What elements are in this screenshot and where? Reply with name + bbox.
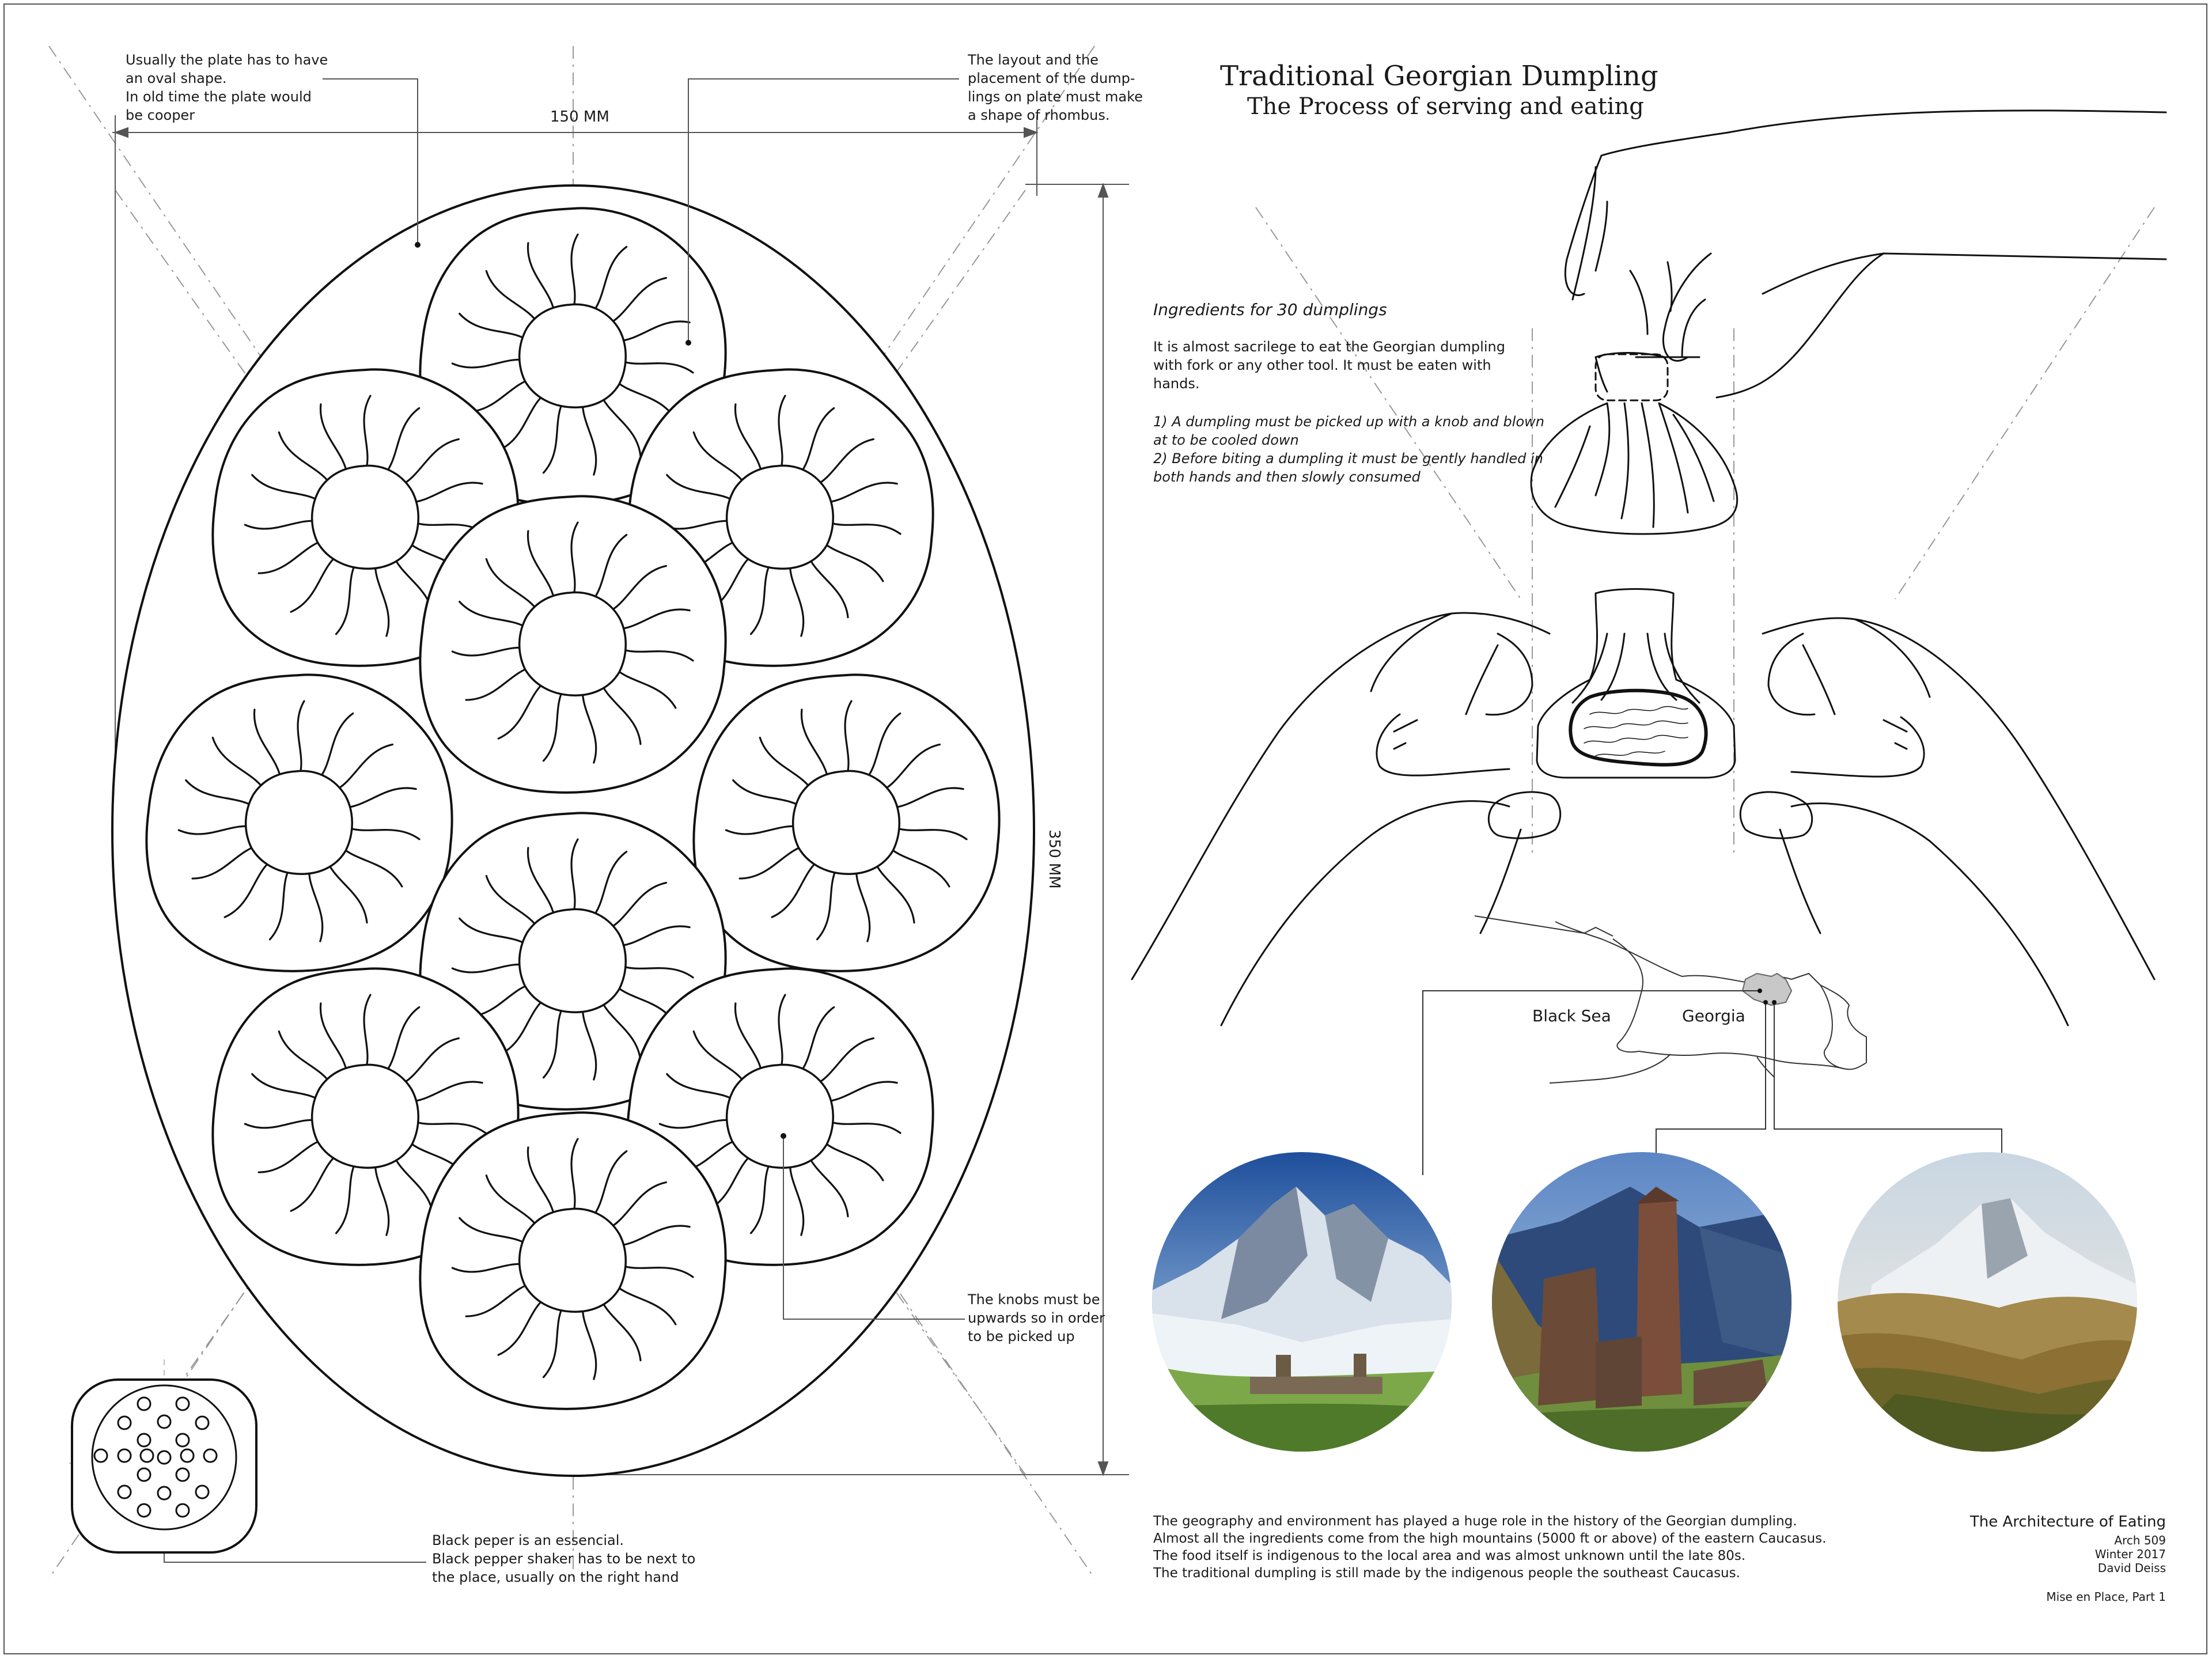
ingredients-heading: Ingredients for 30 dumplings (1153, 300, 1387, 319)
mountain-photo-ushguli (1152, 1152, 1452, 1452)
map-label-black-sea: Black Sea (1532, 1006, 1611, 1025)
note-pepper: Black peper is an essencial.Black pepper… (432, 1532, 696, 1585)
page-title: Traditional Georgian Dumpling (1220, 60, 1658, 92)
height-dimension-label: 350 MM (1046, 830, 1063, 889)
width-dimension-label: 150 MM (550, 108, 609, 126)
sheet-border (3, 3, 2207, 1654)
hand-picking-illustration (1530, 109, 2167, 535)
map-of-georgia (1474, 915, 1867, 1084)
mountain-photo-kazbek (1838, 1152, 2137, 1452)
ingredients-intro: It is almost sacrilege to eat the Georgi… (1153, 339, 1505, 392)
map-label-georgia: Georgia (1682, 1006, 1745, 1025)
credits-part: Mise en Place, Part 1 (2046, 1590, 2166, 1604)
mountain-photo-towers (1492, 1152, 1791, 1452)
geography-paragraph: The geography and environment has played… (1153, 1514, 1827, 1581)
ingredients-steps: 1) A dumpling must be picked up with a k… (1153, 414, 1544, 485)
pepper-shaker (71, 1378, 257, 1554)
page-subtitle: The Process of serving and eating (1247, 93, 1644, 120)
credits-project: The Architecture of Eating (1969, 1513, 2166, 1531)
hands-holding-illustration (1131, 588, 2156, 1027)
